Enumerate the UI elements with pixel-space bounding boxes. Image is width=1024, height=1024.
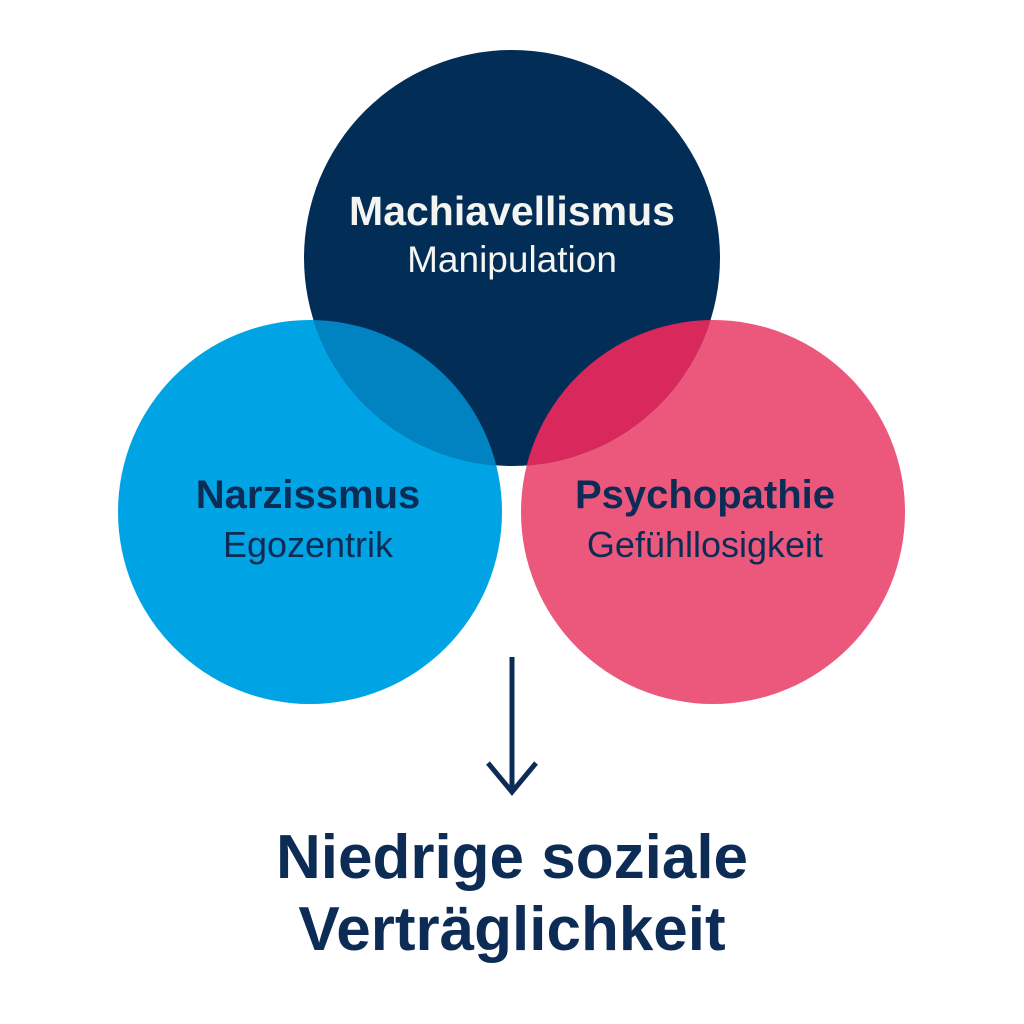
narzissmus-title: Narzissmus	[195, 473, 421, 517]
conclusion-line-2: Verträglichkeit	[298, 894, 726, 964]
psychopathie-title: Psychopathie	[574, 473, 836, 517]
label-psychopathie: Psychopathie Gefühllosigkeit	[540, 472, 870, 565]
conclusion-text: Niedrige soziale Verträglichkeit	[0, 822, 1024, 966]
overlap-machiavellismus-narzissmus	[304, 320, 502, 466]
label-narzissmus: Narzissmus Egozentrik	[158, 472, 458, 565]
conclusion-line-1: Niedrige soziale	[275, 823, 749, 892]
down-arrow-icon	[486, 657, 538, 796]
psychopathie-subtitle: Gefühllosigkeit	[586, 524, 824, 565]
machiavellismus-subtitle: Manipulation	[407, 239, 617, 281]
overlap-machiavellismus-psychopathie	[521, 320, 720, 466]
label-machiavellismus: Machiavellismus Manipulation	[312, 188, 712, 282]
machiavellismus-title: Machiavellismus	[349, 188, 675, 234]
narzissmus-subtitle: Egozentrik	[222, 524, 394, 565]
